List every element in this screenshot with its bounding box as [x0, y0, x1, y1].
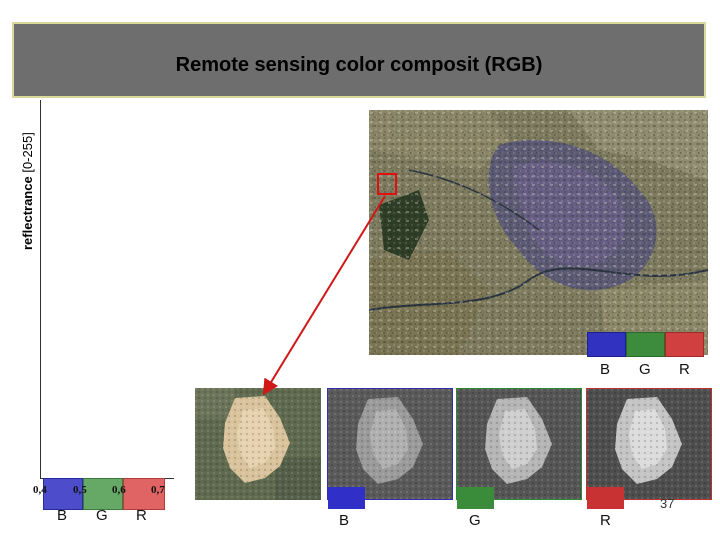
tick-label-0-5: 0,5	[73, 484, 87, 496]
legend-swatch-green	[626, 332, 665, 357]
tick-label-0-7: 0,7	[151, 484, 165, 496]
legend-swatch-red	[665, 332, 704, 357]
band-label-g: G	[96, 507, 108, 524]
blue-channel-image	[327, 388, 453, 500]
green-channel-swatch	[457, 487, 494, 509]
page-title: Remote sensing color composit (RGB)	[175, 54, 543, 76]
blue-band-block	[43, 478, 83, 510]
zoomed-color-graphic	[195, 388, 321, 500]
channel-label-g: G	[469, 512, 481, 529]
page-number: 37	[660, 496, 675, 511]
tick-label-0-4: 0,4	[33, 484, 47, 496]
satellite-image-graphic	[369, 110, 708, 355]
title-bar: Remote sensing color composit (RGB)	[12, 22, 706, 98]
red-channel-swatch	[587, 487, 624, 509]
green-band-block	[83, 478, 123, 510]
band-label-r: R	[136, 507, 147, 524]
region-highlight-box	[377, 173, 397, 195]
band-label-b: B	[57, 507, 68, 524]
legend-swatch-blue	[587, 332, 626, 357]
blue-channel-swatch	[328, 487, 365, 509]
legend-label-b: B	[600, 361, 611, 378]
satellite-image	[369, 110, 708, 355]
channel-label-b: B	[339, 512, 350, 529]
blue-channel-graphic	[328, 389, 452, 499]
channel-label-r: R	[600, 512, 611, 529]
red-channel-graphic	[587, 389, 711, 499]
y-axis-label-main: reflectrance	[20, 176, 35, 250]
legend-label-r: R	[679, 361, 690, 378]
legend-label-g: G	[639, 361, 651, 378]
y-axis-label: reflectrance [0-255]	[20, 132, 35, 250]
zoomed-color-composite	[195, 388, 321, 500]
red-channel-image	[586, 388, 712, 500]
green-channel-image	[456, 388, 582, 500]
y-axis-line	[40, 100, 41, 478]
tick-label-0-6: 0,6	[112, 484, 126, 496]
green-channel-graphic	[457, 389, 581, 499]
red-band-block	[123, 478, 165, 510]
y-axis-label-range: [0-255]	[20, 132, 35, 173]
